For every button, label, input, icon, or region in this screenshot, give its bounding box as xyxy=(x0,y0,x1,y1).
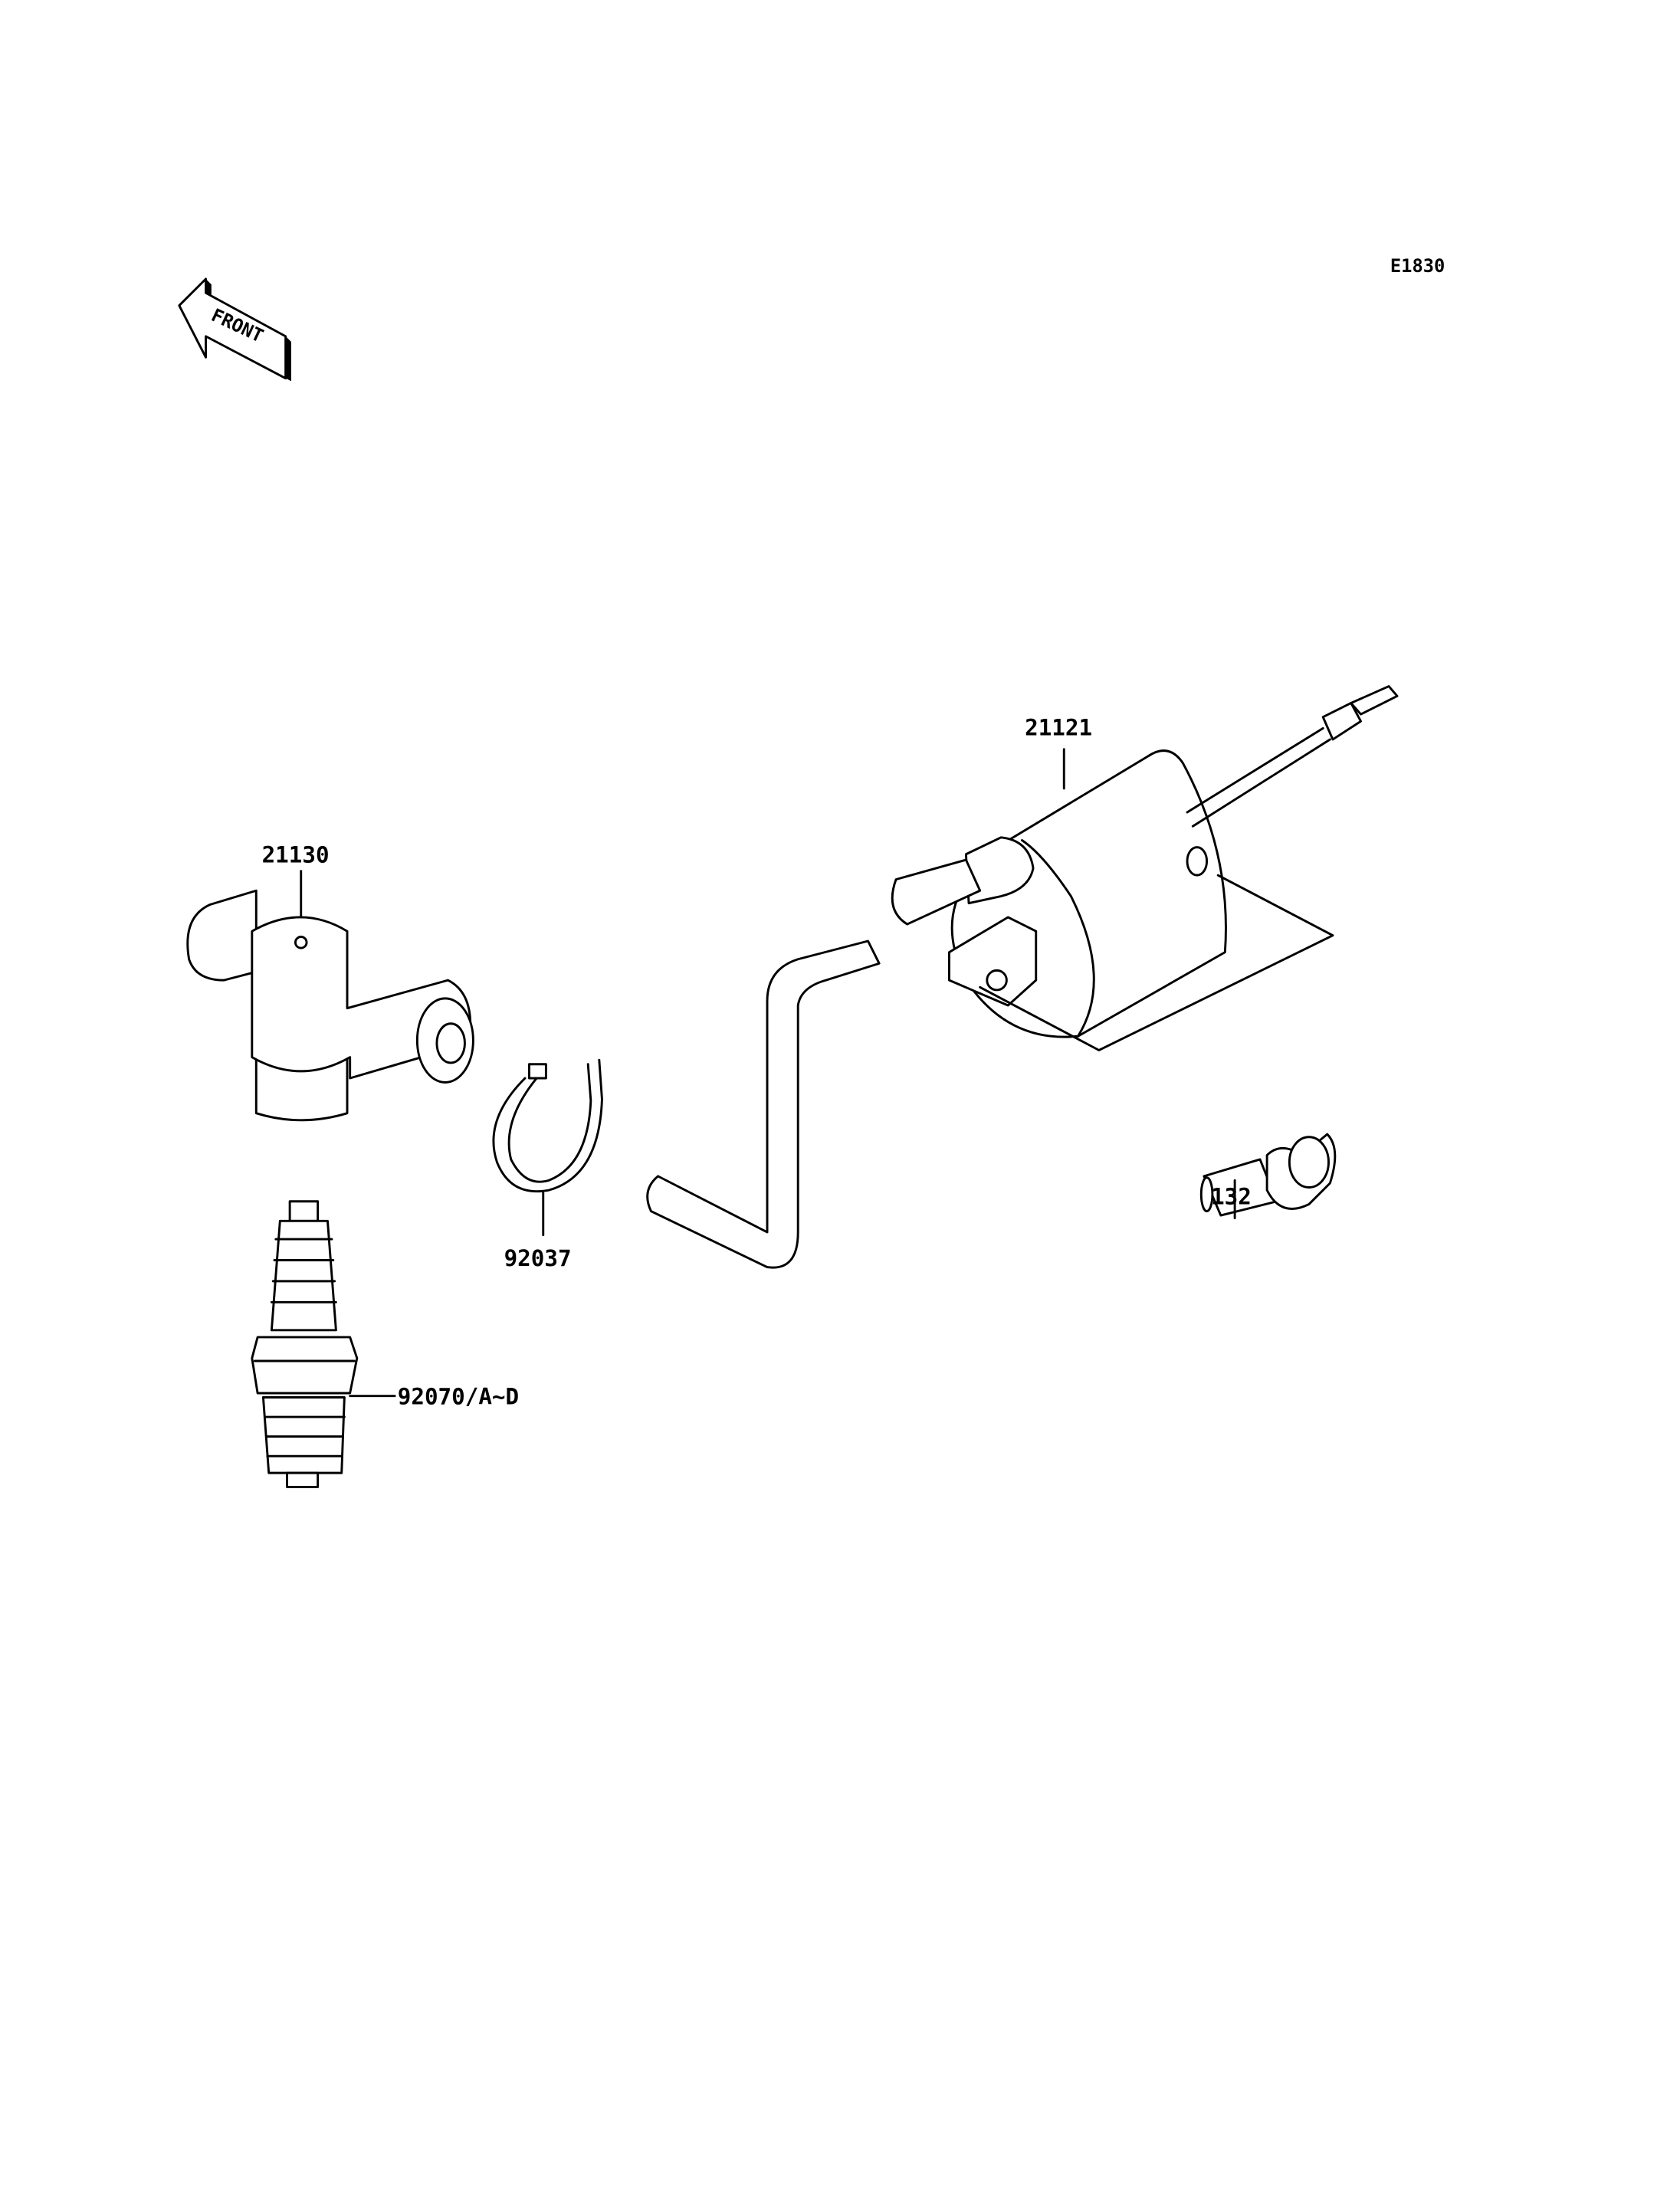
spark-plug-cap-part[interactable] xyxy=(186,870,474,1122)
bolt-part[interactable] xyxy=(1199,1133,1337,1220)
part-label-132[interactable]: 132 xyxy=(1211,1183,1252,1209)
clamp-part[interactable] xyxy=(492,1058,603,1237)
part-label-21121[interactable]: 21121 xyxy=(1025,714,1092,740)
front-arrow-icon: FRONT xyxy=(178,277,291,382)
part-label-21130[interactable]: 21130 xyxy=(262,842,330,868)
diagram-id: E1830 xyxy=(1390,255,1445,277)
part-label-92070[interactable]: 92070/A~D xyxy=(398,1384,519,1410)
part-label-92037[interactable]: 92037 xyxy=(504,1245,572,1271)
ignition-coil-part[interactable] xyxy=(891,685,1399,1051)
spark-plug-part[interactable] xyxy=(251,1200,396,1488)
hv-lead-hose xyxy=(646,939,881,1269)
